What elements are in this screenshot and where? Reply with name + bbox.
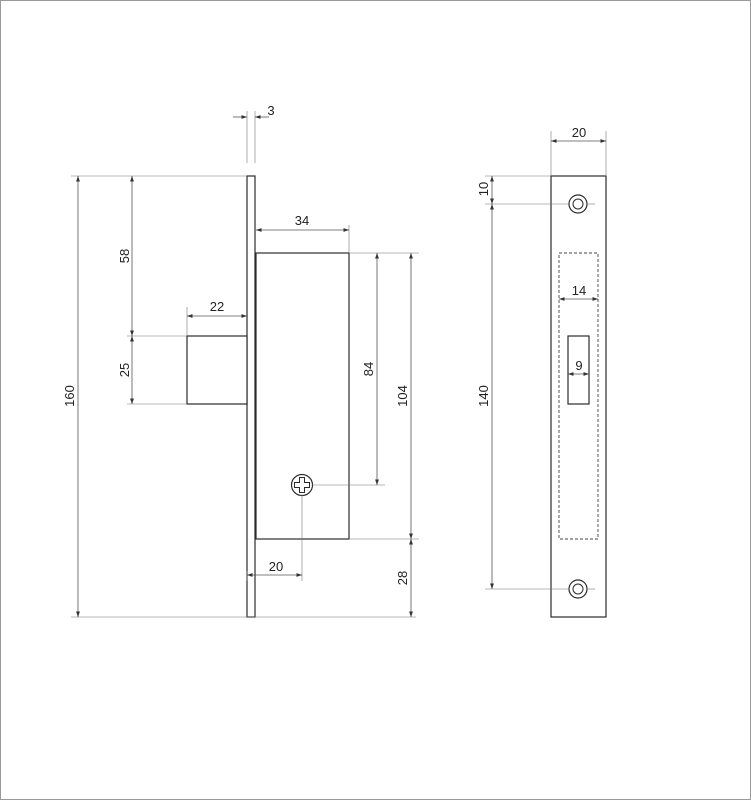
front-extension-lines xyxy=(485,131,607,590)
dim-overall-height: 160 xyxy=(62,385,77,407)
screw-hole-bottom-icon xyxy=(568,579,588,599)
dim-bolt-height: 25 xyxy=(117,363,132,377)
screw-hole-top-icon xyxy=(568,194,588,214)
dim-bolt-slot-width: 9 xyxy=(575,358,582,373)
front-dimension-labels: 20 10 140 14 9 xyxy=(476,125,586,407)
side-extension-lines xyxy=(71,111,419,618)
dim-screw-spacing: 140 xyxy=(476,385,491,407)
dim-screw-offset: 10 xyxy=(476,182,491,196)
dim-top-to-bolt: 58 xyxy=(117,249,132,263)
body-outline-hidden xyxy=(558,252,599,540)
side-view: 3 34 22 58 25 160 84 104 20 28 xyxy=(62,103,419,618)
lock-body xyxy=(255,252,350,540)
dim-faceplate-width: 20 xyxy=(572,125,586,140)
dim-backset: 20 xyxy=(269,559,283,574)
dim-faceplate-thickness: 3 xyxy=(267,103,274,118)
front-view: 20 10 140 14 9 xyxy=(476,125,607,618)
side-dimension-lines xyxy=(76,115,413,617)
dim-bolt-opening-width: 14 xyxy=(572,283,586,298)
dim-body-depth: 34 xyxy=(295,213,309,228)
dim-bottom-offset: 28 xyxy=(395,571,410,585)
bolt-slot xyxy=(567,335,590,405)
dim-body-height: 104 xyxy=(395,385,410,407)
dim-spindle-to-cylinder: 84 xyxy=(361,362,376,376)
dim-bolt-projection: 22 xyxy=(210,299,224,314)
side-dimension-labels: 3 34 22 58 25 160 84 104 20 28 xyxy=(62,103,410,585)
screw-icon xyxy=(290,473,314,497)
front-dimension-lines xyxy=(490,139,606,589)
faceplate-side xyxy=(246,175,256,618)
bolt xyxy=(186,335,248,405)
